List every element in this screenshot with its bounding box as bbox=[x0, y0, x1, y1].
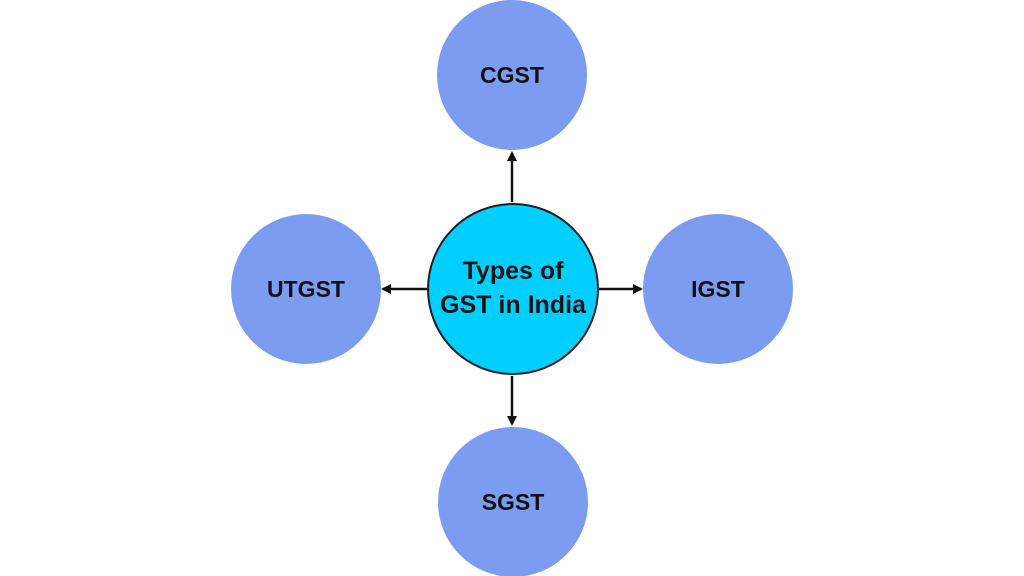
sgst-label: SGST bbox=[481, 488, 545, 515]
center-node: Types of GST in India bbox=[427, 203, 599, 375]
igst-node: IGST bbox=[643, 214, 793, 364]
center-label: Types of GST in India bbox=[440, 257, 586, 319]
utgst-node: UTGST bbox=[231, 214, 381, 364]
cgst-label: CGST bbox=[480, 61, 544, 88]
utgst-label: UTGST bbox=[267, 275, 345, 302]
cgst-node: CGST bbox=[437, 0, 587, 150]
sgst-node: SGST bbox=[438, 427, 588, 576]
igst-label: IGST bbox=[691, 275, 745, 302]
